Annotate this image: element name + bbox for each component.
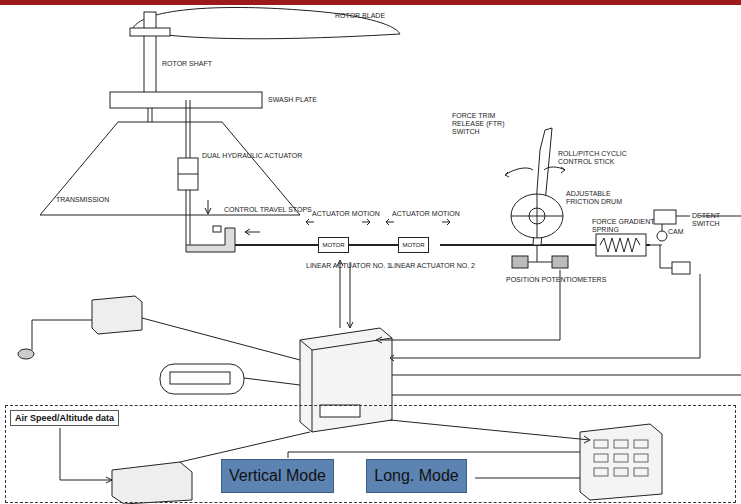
- part-label: ADJUSTABLE FRICTION DRUM: [566, 190, 636, 206]
- top-band: [0, 0, 741, 5]
- mode-box: Vertical Mode: [221, 459, 334, 493]
- node-text: MOTOR: [402, 242, 424, 248]
- mode-box: Long. Mode: [366, 459, 467, 493]
- node-text: Air Speed/Altitude data: [10, 410, 119, 426]
- part-label: CAM: [668, 228, 684, 236]
- part-label: CONTROL TRAVEL STOPS: [224, 206, 312, 214]
- part-label: ACTUATOR MOTION: [392, 210, 460, 218]
- part-label: ROLL/PITCH CYCLIC CONTROL STICK: [558, 150, 628, 166]
- part-label: SWASH PLATE: [268, 96, 317, 104]
- part-label: ROTOR SHAFT: [162, 60, 212, 68]
- part-label: LINEAR ACTUATOR NO. 1: [306, 262, 391, 270]
- part-label: FORCE TRIM RELEASE (FTR) SWITCH: [452, 112, 522, 136]
- part-label: ACTUATOR MOTION: [312, 210, 380, 218]
- part-label: FORCE GRADIENT SPRING: [592, 218, 662, 234]
- part-label: POSITION POTENTIOMETERS: [506, 276, 606, 284]
- part-label: DUAL HYDRAULIC ACTUATOR: [202, 152, 302, 160]
- part-label: DETENT SWITCH: [692, 212, 732, 228]
- part-label: LINEAR ACTUATOR NO. 2: [390, 262, 475, 270]
- node-text: Vertical Mode: [229, 467, 326, 485]
- control-rod: [349, 244, 398, 246]
- linear-actuator: MOTOR: [318, 237, 349, 253]
- part-label: ROTOR BLADE: [335, 12, 385, 20]
- part-label: TRANSMISSION: [56, 196, 109, 204]
- dashed-band: Air Speed/Altitude dataVertical Mode Long…: [5, 405, 736, 503]
- linear-actuator: MOTOR: [398, 237, 429, 253]
- node-text: MOTOR: [322, 242, 344, 248]
- node-text: Long. Mode: [374, 467, 459, 485]
